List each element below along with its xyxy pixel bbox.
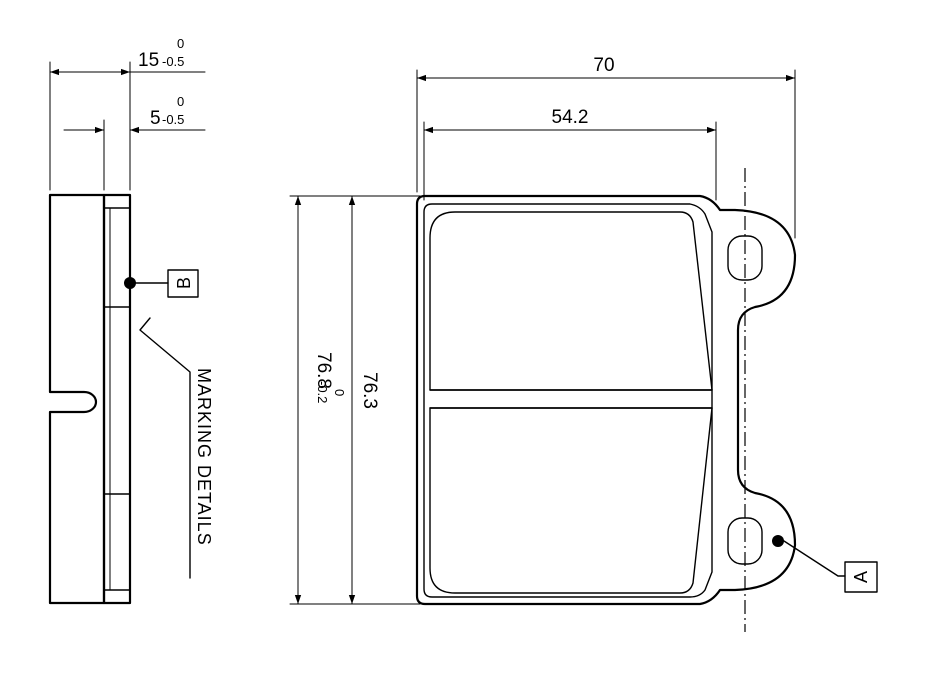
side-backing-plate [102,193,132,605]
dim-70-value: 70 [593,55,614,76]
dim-5-value: 5 [150,108,161,129]
detail-a-leader [783,540,846,577]
detail-a-label: A [851,571,871,583]
dim-15-tol-lower: -0.5 [162,54,184,69]
dim-15-value: 15 [138,50,159,71]
backing-plate-outline [415,194,797,606]
dim-15-tol-upper: 0 [177,36,184,51]
dim-76-8-tol-lower: -0.2 [315,381,330,403]
backing-plate-inner-outline [423,203,713,598]
friction-pad-upper [429,211,713,391]
marking-details-label: MARKING DETAILS [194,368,214,546]
detail-a-box [844,561,878,593]
detail-b-box [167,269,199,298]
dim-76-8-value: 76.8 [313,352,334,389]
side-view: B MARKING DETAILS 15 0 -0.5 5 0 -0.5 [48,36,214,605]
dim-54-value: 54.2 [552,107,589,128]
friction-pad-lower [429,407,713,594]
marking-details-leader [139,317,191,579]
dim-76-8-tol-upper: 0 [332,389,347,396]
detail-a-dot [772,535,784,547]
dim-5-tol-lower: -0.5 [162,112,184,127]
detail-b-dot [124,277,136,289]
dim-76-3-value: 76.3 [359,372,380,409]
dim-5-tol-upper: 0 [177,94,184,109]
front-view: A 70 54.2 76.8 0 -0.2 76.3 [289,55,878,632]
side-friction-block [48,193,106,605]
detail-b-label: B [174,277,194,289]
